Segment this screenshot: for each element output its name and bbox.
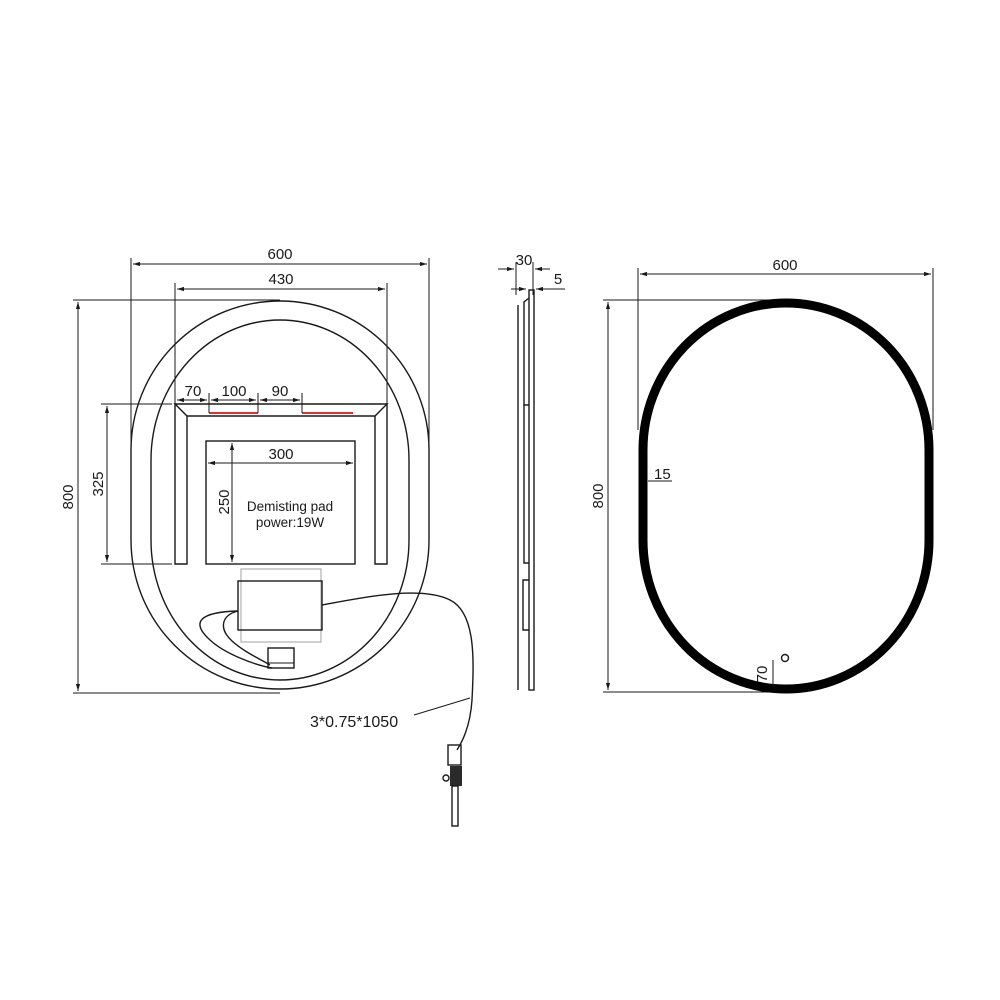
front-inner-width-label: 430 <box>268 271 293 288</box>
mirror-frame <box>638 298 934 694</box>
cable-spec-label: 3*0.75*1050 <box>310 714 398 731</box>
front-width-label: 600 <box>267 246 292 263</box>
rear-width-label: 600 <box>772 257 797 274</box>
switch-offset-label: 70 <box>754 666 771 683</box>
depth-label: 30 <box>516 252 533 269</box>
driver-box-outline <box>240 568 322 643</box>
touch-switch <box>267 647 295 669</box>
front-view: 600 430 800 325 70 100 90 <box>60 246 474 827</box>
mirror-outer-outline <box>130 300 430 690</box>
rear-view: 600 800 15 70 <box>590 257 934 694</box>
power-cable <box>321 592 474 751</box>
side-glass-panel <box>528 289 535 691</box>
led-segment-1-label: 100 <box>221 383 246 400</box>
front-height-label: 800 <box>60 484 77 509</box>
frame-width-label: 15 <box>654 466 671 483</box>
pad-height-label: 250 <box>216 489 233 514</box>
demisting-pad <box>205 440 356 565</box>
rear-height-label: 800 <box>590 483 607 508</box>
pad-label-line2: power:19W <box>256 515 325 530</box>
pad-label-line1: Demisting pad <box>247 499 333 514</box>
led-frame <box>173 403 389 417</box>
plug-icon <box>442 744 462 827</box>
driver-box <box>237 580 323 631</box>
led-segment-2-label: 90 <box>272 383 289 400</box>
mirror-inner-outline <box>150 319 410 681</box>
led-height-label: 325 <box>90 471 107 496</box>
switch-icon <box>780 653 790 663</box>
side-view: 30 5 <box>498 252 565 691</box>
led-offset-label: 70 <box>185 383 202 400</box>
glass-thickness-label: 5 <box>554 271 562 288</box>
pad-width-label: 300 <box>268 446 293 463</box>
